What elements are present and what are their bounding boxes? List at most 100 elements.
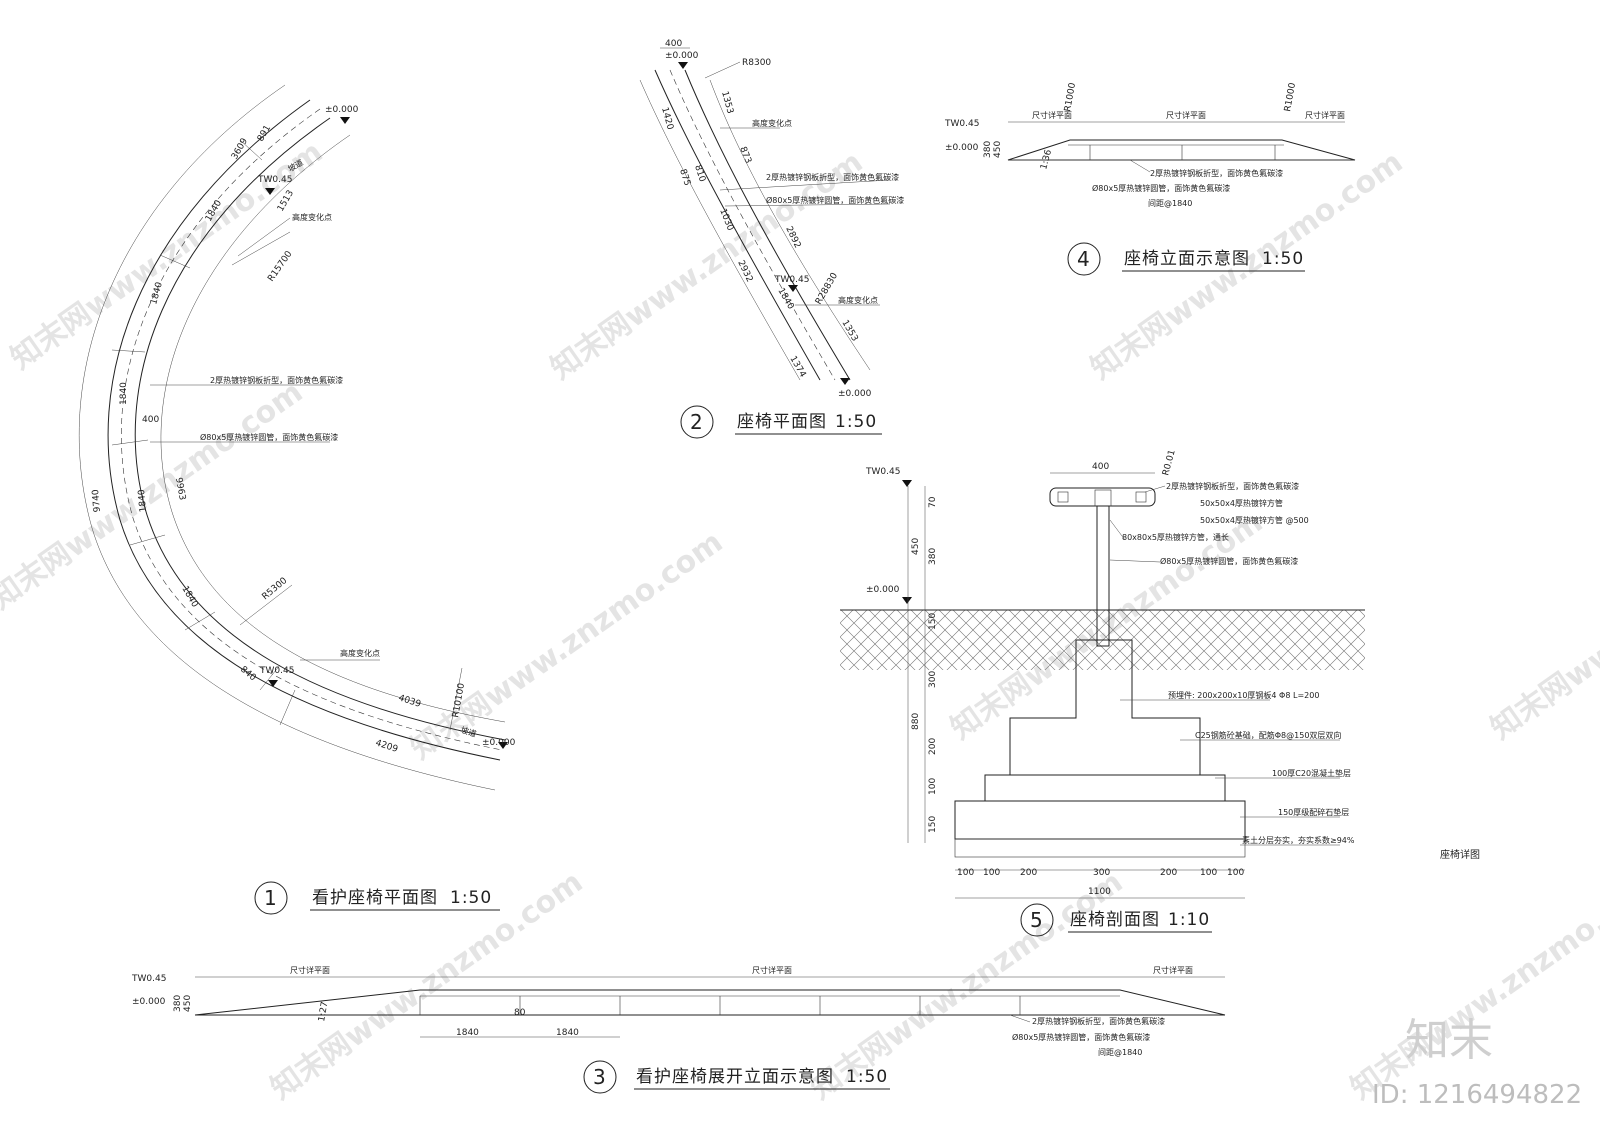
- drawing-4-bench-elevation: 尺寸详平面 尺寸详平面 尺寸详平面 TW0.45 ±0.000 380 450 …: [944, 82, 1356, 276]
- drawing-scale: 1:50: [450, 888, 492, 908]
- seat-top-profile: [1049, 487, 1156, 507]
- radius-leader: [231, 231, 291, 266]
- tick: [159, 254, 191, 269]
- drawing-title: 看护座椅展开立面示意图: [636, 1067, 834, 1087]
- level-top: TW0.45: [944, 119, 979, 129]
- ref-right: 尺寸详平面: [1305, 110, 1345, 120]
- level-marker-icon: [840, 378, 850, 385]
- brand-logo: 知末: [1405, 1015, 1493, 1066]
- drawing-number: 3: [593, 1065, 606, 1089]
- vdim: 100: [928, 778, 938, 795]
- bench-edge-left: [654, 69, 821, 381]
- dim-h1: 380: [983, 141, 993, 158]
- note-leader: [1009, 1014, 1031, 1023]
- ref-left: 尺寸详平面: [290, 965, 330, 975]
- watermark: 知末网www.znzmo.com: [1485, 505, 1600, 747]
- total-width: 1100: [1088, 887, 1111, 897]
- note-leader: [1109, 519, 1126, 541]
- note-change-bottom: 高度变化点: [838, 295, 878, 305]
- level-bottom: ±0.000: [132, 997, 166, 1007]
- dim-label: 1840: [179, 585, 199, 610]
- level-ground: ±0.000: [866, 585, 900, 595]
- drawing-number: 5: [1030, 908, 1043, 932]
- note-leader: [1144, 485, 1166, 493]
- note-leader: [719, 179, 891, 191]
- tick: [129, 534, 166, 546]
- level-marker-icon: [498, 742, 508, 749]
- dim-label-width: 400: [142, 415, 159, 425]
- radius-leader: [449, 667, 463, 731]
- note-leader: [237, 217, 291, 257]
- gravel-layer: [954, 800, 1246, 840]
- dim-label: 840: [238, 665, 258, 684]
- hdim: 100: [1200, 868, 1217, 878]
- drawing-number-circle: [583, 1060, 617, 1094]
- dim-label: 891: [256, 124, 273, 144]
- level-marker-icon: [678, 62, 688, 69]
- note-line: C25钢筋砼基础，配筋Φ8@150双层双向: [1195, 730, 1341, 740]
- note-line: 预埋件: 200x200x10厚钢板4 Φ8 L=200: [1168, 690, 1319, 700]
- vdim: 150: [928, 613, 938, 630]
- slope: 1:27: [317, 1001, 330, 1023]
- note-line: 80x80x5厚热镀锌方管，通长: [1122, 532, 1229, 542]
- watermark: 知末网www.znzmo.com: [0, 375, 309, 617]
- level-marker-icon: [265, 188, 275, 195]
- hdim: 200: [1160, 868, 1177, 878]
- bench-centerline: [121, 108, 503, 751]
- dim-label: 1374: [787, 355, 807, 380]
- level-bottom: ±0.000: [838, 389, 872, 399]
- note-pipe: Ø80x5厚热镀锌圆管，面饰黄色氟碳漆: [1092, 183, 1230, 193]
- note-line: Ø80x5厚热镀锌圆管，面饰黄色氟碳漆: [1160, 556, 1298, 566]
- note-line: 素土分层夯实，夯实系数≥94%: [1242, 835, 1355, 845]
- dim-label: 9740: [91, 489, 103, 513]
- dim-label: 1840: [137, 489, 149, 513]
- drawing-3-unfolded-elevation: 尺寸详平面 尺寸详平面 尺寸详平面 TW0.45 ±0.000 380 450 …: [131, 965, 1226, 1094]
- radius-right: R1000: [1283, 82, 1298, 113]
- dim-label: 1353: [719, 90, 735, 115]
- note-change-bottom: 高度变化点: [340, 648, 380, 658]
- dim-label: 810: [692, 164, 707, 184]
- note-leader: [1109, 559, 1161, 563]
- vdim: 300: [928, 671, 938, 688]
- note-slope-bottom: 坡道: [459, 724, 477, 738]
- dim-arc-right: [709, 79, 871, 371]
- bench-elevation-top: [194, 989, 1226, 1016]
- bench-centerline: [669, 69, 836, 381]
- radius-leader: [704, 61, 741, 79]
- hdim: 100: [1227, 868, 1244, 878]
- note-line: 50x50x4厚热镀锌方管: [1200, 498, 1283, 508]
- note-pipe: Ø80x5厚热镀锌圆管，面饰黄色氟碳漆: [200, 432, 338, 442]
- note-line: 2厚热镀锌钢板折型，面饰黄色氟碳漆: [1166, 481, 1299, 491]
- level-marker-icon: [268, 680, 278, 687]
- ref-mid: 尺寸详平面: [752, 965, 792, 975]
- level-marker-icon: [788, 285, 798, 292]
- hdim: 200: [1020, 868, 1037, 878]
- level-top: TW0.45: [131, 974, 166, 984]
- note-plate: 2厚热镀锌钢板折型，面饰黄色氟碳漆: [1032, 1016, 1165, 1026]
- drawing-title: 座椅平面图: [737, 412, 827, 432]
- radius-left: R1000: [1063, 82, 1078, 113]
- drawing-scale: 1:50: [1262, 249, 1304, 269]
- vdim: 880: [911, 713, 921, 730]
- gap: 80: [514, 1008, 526, 1018]
- level-top: TW0.45: [865, 467, 900, 477]
- drawing-number: 2: [690, 410, 703, 434]
- level-marker-icon: [902, 480, 912, 487]
- drawing-title: 座椅剖面图: [1070, 910, 1160, 930]
- vdim: 150: [928, 816, 938, 833]
- level-marker-icon: [340, 117, 350, 124]
- vdim: 70: [928, 496, 938, 508]
- sheet-label: 座椅详图: [1440, 848, 1480, 861]
- hdim: 100: [957, 868, 974, 878]
- dim-h2: 450: [183, 995, 193, 1012]
- compacted-soil: [954, 838, 1246, 858]
- bench-elevation-outline: [1007, 139, 1356, 161]
- note-leader: [1129, 159, 1151, 173]
- level-marker-icon: [902, 597, 912, 604]
- tick: [239, 139, 263, 161]
- note-leader: [724, 203, 891, 207]
- radius-leader: [239, 584, 293, 626]
- drawing-2-bench-plan: 400 ±0.000 TW0.45 ±0.000 R8300 R28830 14…: [639, 39, 904, 439]
- note-line: 50x50x4厚热镀锌方管 @500: [1200, 515, 1309, 525]
